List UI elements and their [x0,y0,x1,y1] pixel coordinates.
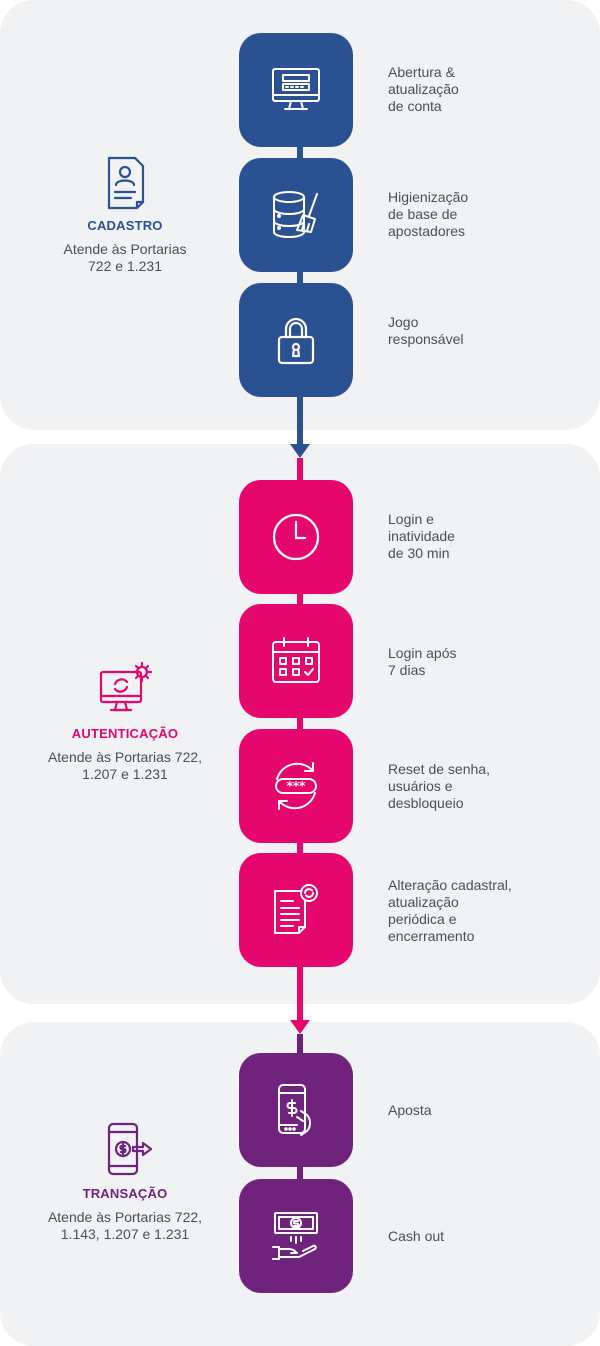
step-label: Jogo responsável [388,314,464,347]
group-cadastro: CADASTRO Atende às Portarias 722 e 1.231 [30,152,220,275]
padlock-icon [277,317,315,365]
arrow-down-icon [290,1020,310,1034]
step-login-inatividade [239,480,353,594]
step-jogo-responsavel [239,283,353,397]
step-aposta [239,1053,353,1167]
group-transacao: TRANSAÇÃO Atende às Portarias 722, 1.143… [30,1120,220,1243]
clock-icon [272,513,320,561]
monitor-sync-gear-icon [99,661,153,712]
group-autenticacao: AUTENTICAÇÃO Atende às Portarias 722, 1.… [30,660,220,783]
database-clean-icon [273,191,318,238]
arrow-down-icon [290,444,310,458]
step-label: Aposta [388,1102,432,1118]
step-label: Reset de senha, usuários e desbloqueio [388,761,490,811]
password-reset-icon: *** [275,762,317,810]
group-description: Atende às Portarias 722, 1.207 e 1.231 [47,749,203,782]
document-user-icon [107,156,145,210]
cash-hand-icon [272,1212,318,1260]
document-update-icon [274,884,318,934]
step-label: Login após 7 dias [388,645,457,678]
step-label: Cash out [388,1228,445,1244]
step-label: Abertura & atualização de conta [388,64,459,114]
mobile-transfer-icon [107,1122,153,1176]
group-title: CADASTRO [87,218,163,233]
step-higienizacao [239,158,353,272]
group-title: TRANSAÇÃO [82,1186,168,1201]
step-reset-senha: *** [239,729,353,843]
step-login-7-dias [239,604,353,718]
step-abertura-conta [239,33,353,147]
group-description: Atende às Portarias 722, 1.143, 1.207 e … [47,1209,203,1242]
step-alteracao-cadastral [239,853,353,967]
calendar-icon [272,637,320,683]
step-cash-out [239,1179,353,1293]
step-label: Alteração cadastral, atualização periódi… [388,877,512,944]
step-label: Login e inatividade de 30 min [388,511,455,561]
mobile-payment-icon [278,1084,311,1136]
group-description: Atende às Portarias 722 e 1.231 [63,241,187,274]
step-label: Higienização de base de apostadores [388,189,469,239]
svg-text:***: *** [287,779,307,793]
computer-login-icon [272,68,320,110]
group-title: AUTENTICAÇÃO [71,726,179,741]
